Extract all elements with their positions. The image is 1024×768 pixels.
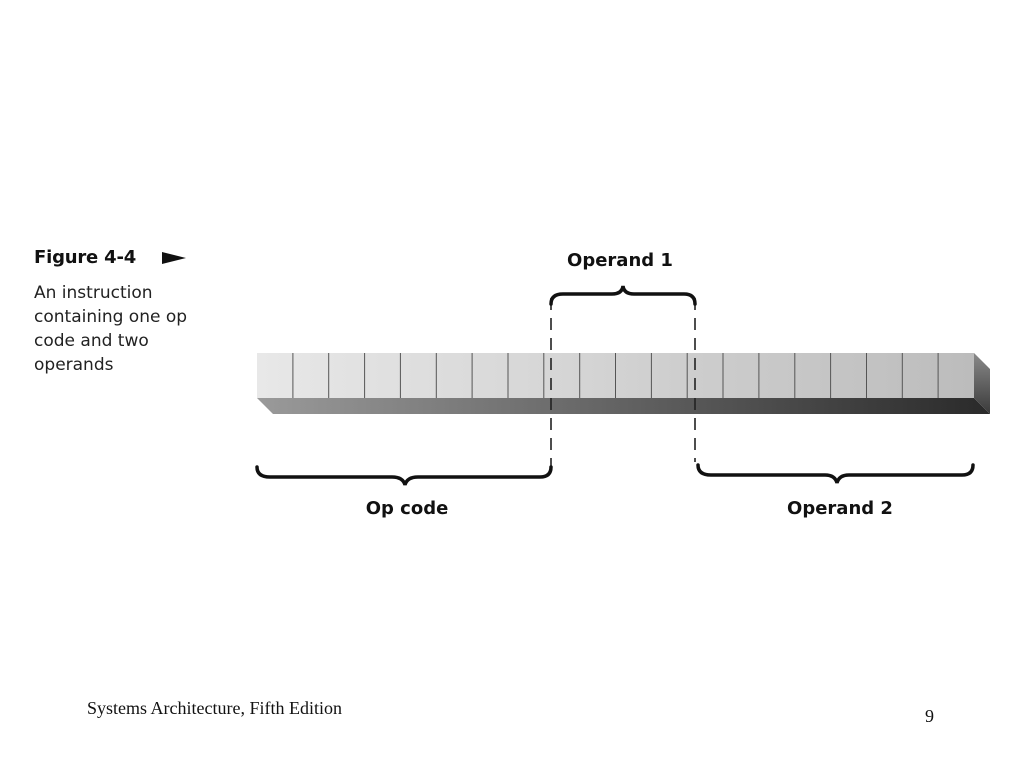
operand-2-brace	[696, 463, 975, 484]
operand-1-label: Operand 1	[567, 250, 673, 271]
op-code-brace	[255, 465, 553, 486]
instruction-bar	[257, 353, 990, 414]
operand-2-label: Operand 2	[787, 498, 893, 519]
bar-end-face	[974, 353, 990, 414]
figure-label: Figure 4-4	[34, 247, 137, 268]
footer-title: Systems Architecture, Fifth Edition	[87, 698, 342, 718]
cell-dividers	[292, 353, 939, 398]
operand-1-brace	[549, 285, 697, 306]
figure-caption: An instruction containing one op code an…	[34, 283, 188, 375]
bar-bottom-face	[257, 398, 990, 414]
page-number: 9	[925, 706, 934, 726]
figure-arrow-icon	[162, 252, 186, 264]
op-code-label: Op code	[366, 498, 449, 519]
